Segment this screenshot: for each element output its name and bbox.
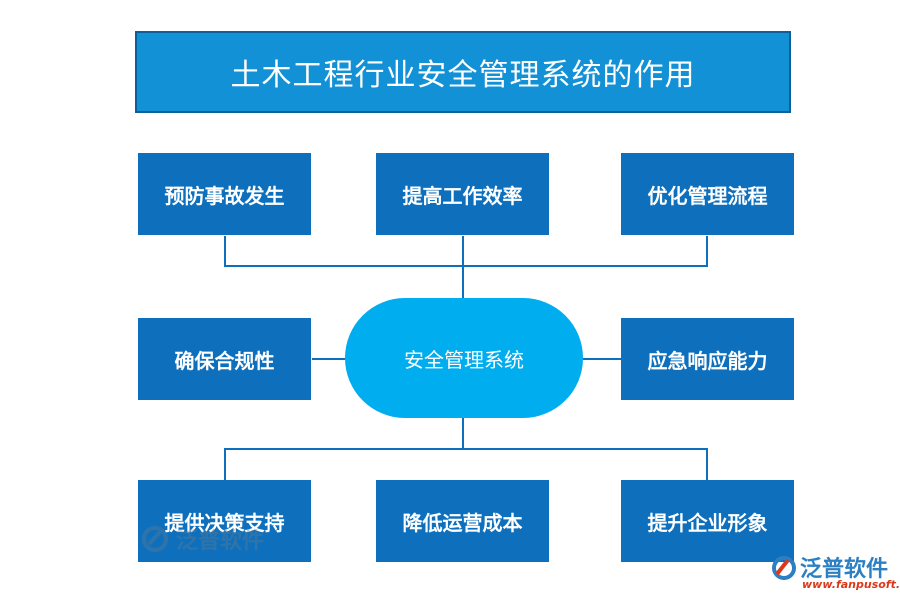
watermark-name: 泛普软件 [176, 529, 265, 554]
node-reduce-cost: 降低运营成本 [376, 480, 549, 562]
brand-logo-icon [772, 556, 796, 580]
node-emergency-response: 应急响应能力 [621, 318, 794, 400]
watermark-faint: 泛普软件 [140, 523, 264, 555]
node-ensure-compliance: 确保合规性 [138, 318, 311, 400]
brand-watermark: 泛普软件 www.fanpusoft.com [770, 548, 900, 596]
diagram-title: 土木工程行业安全管理系统的作用 [135, 31, 791, 113]
brand-logo-icon [142, 526, 168, 552]
connector-top [224, 236, 708, 298]
brand-name: 泛普软件 [800, 557, 889, 582]
node-optimize-process: 优化管理流程 [621, 153, 794, 235]
node-decision-support: 提供决策支持 [138, 480, 311, 562]
brand-url: www.fanpusoft.com [802, 578, 900, 591]
node-enterprise-image: 提升企业形象 [621, 480, 794, 562]
center-node-safety-system: 安全管理系统 [345, 298, 583, 418]
node-prevent-accidents: 预防事故发生 [138, 153, 311, 235]
connector-bottom [224, 418, 708, 480]
node-improve-efficiency: 提高工作效率 [376, 153, 549, 235]
